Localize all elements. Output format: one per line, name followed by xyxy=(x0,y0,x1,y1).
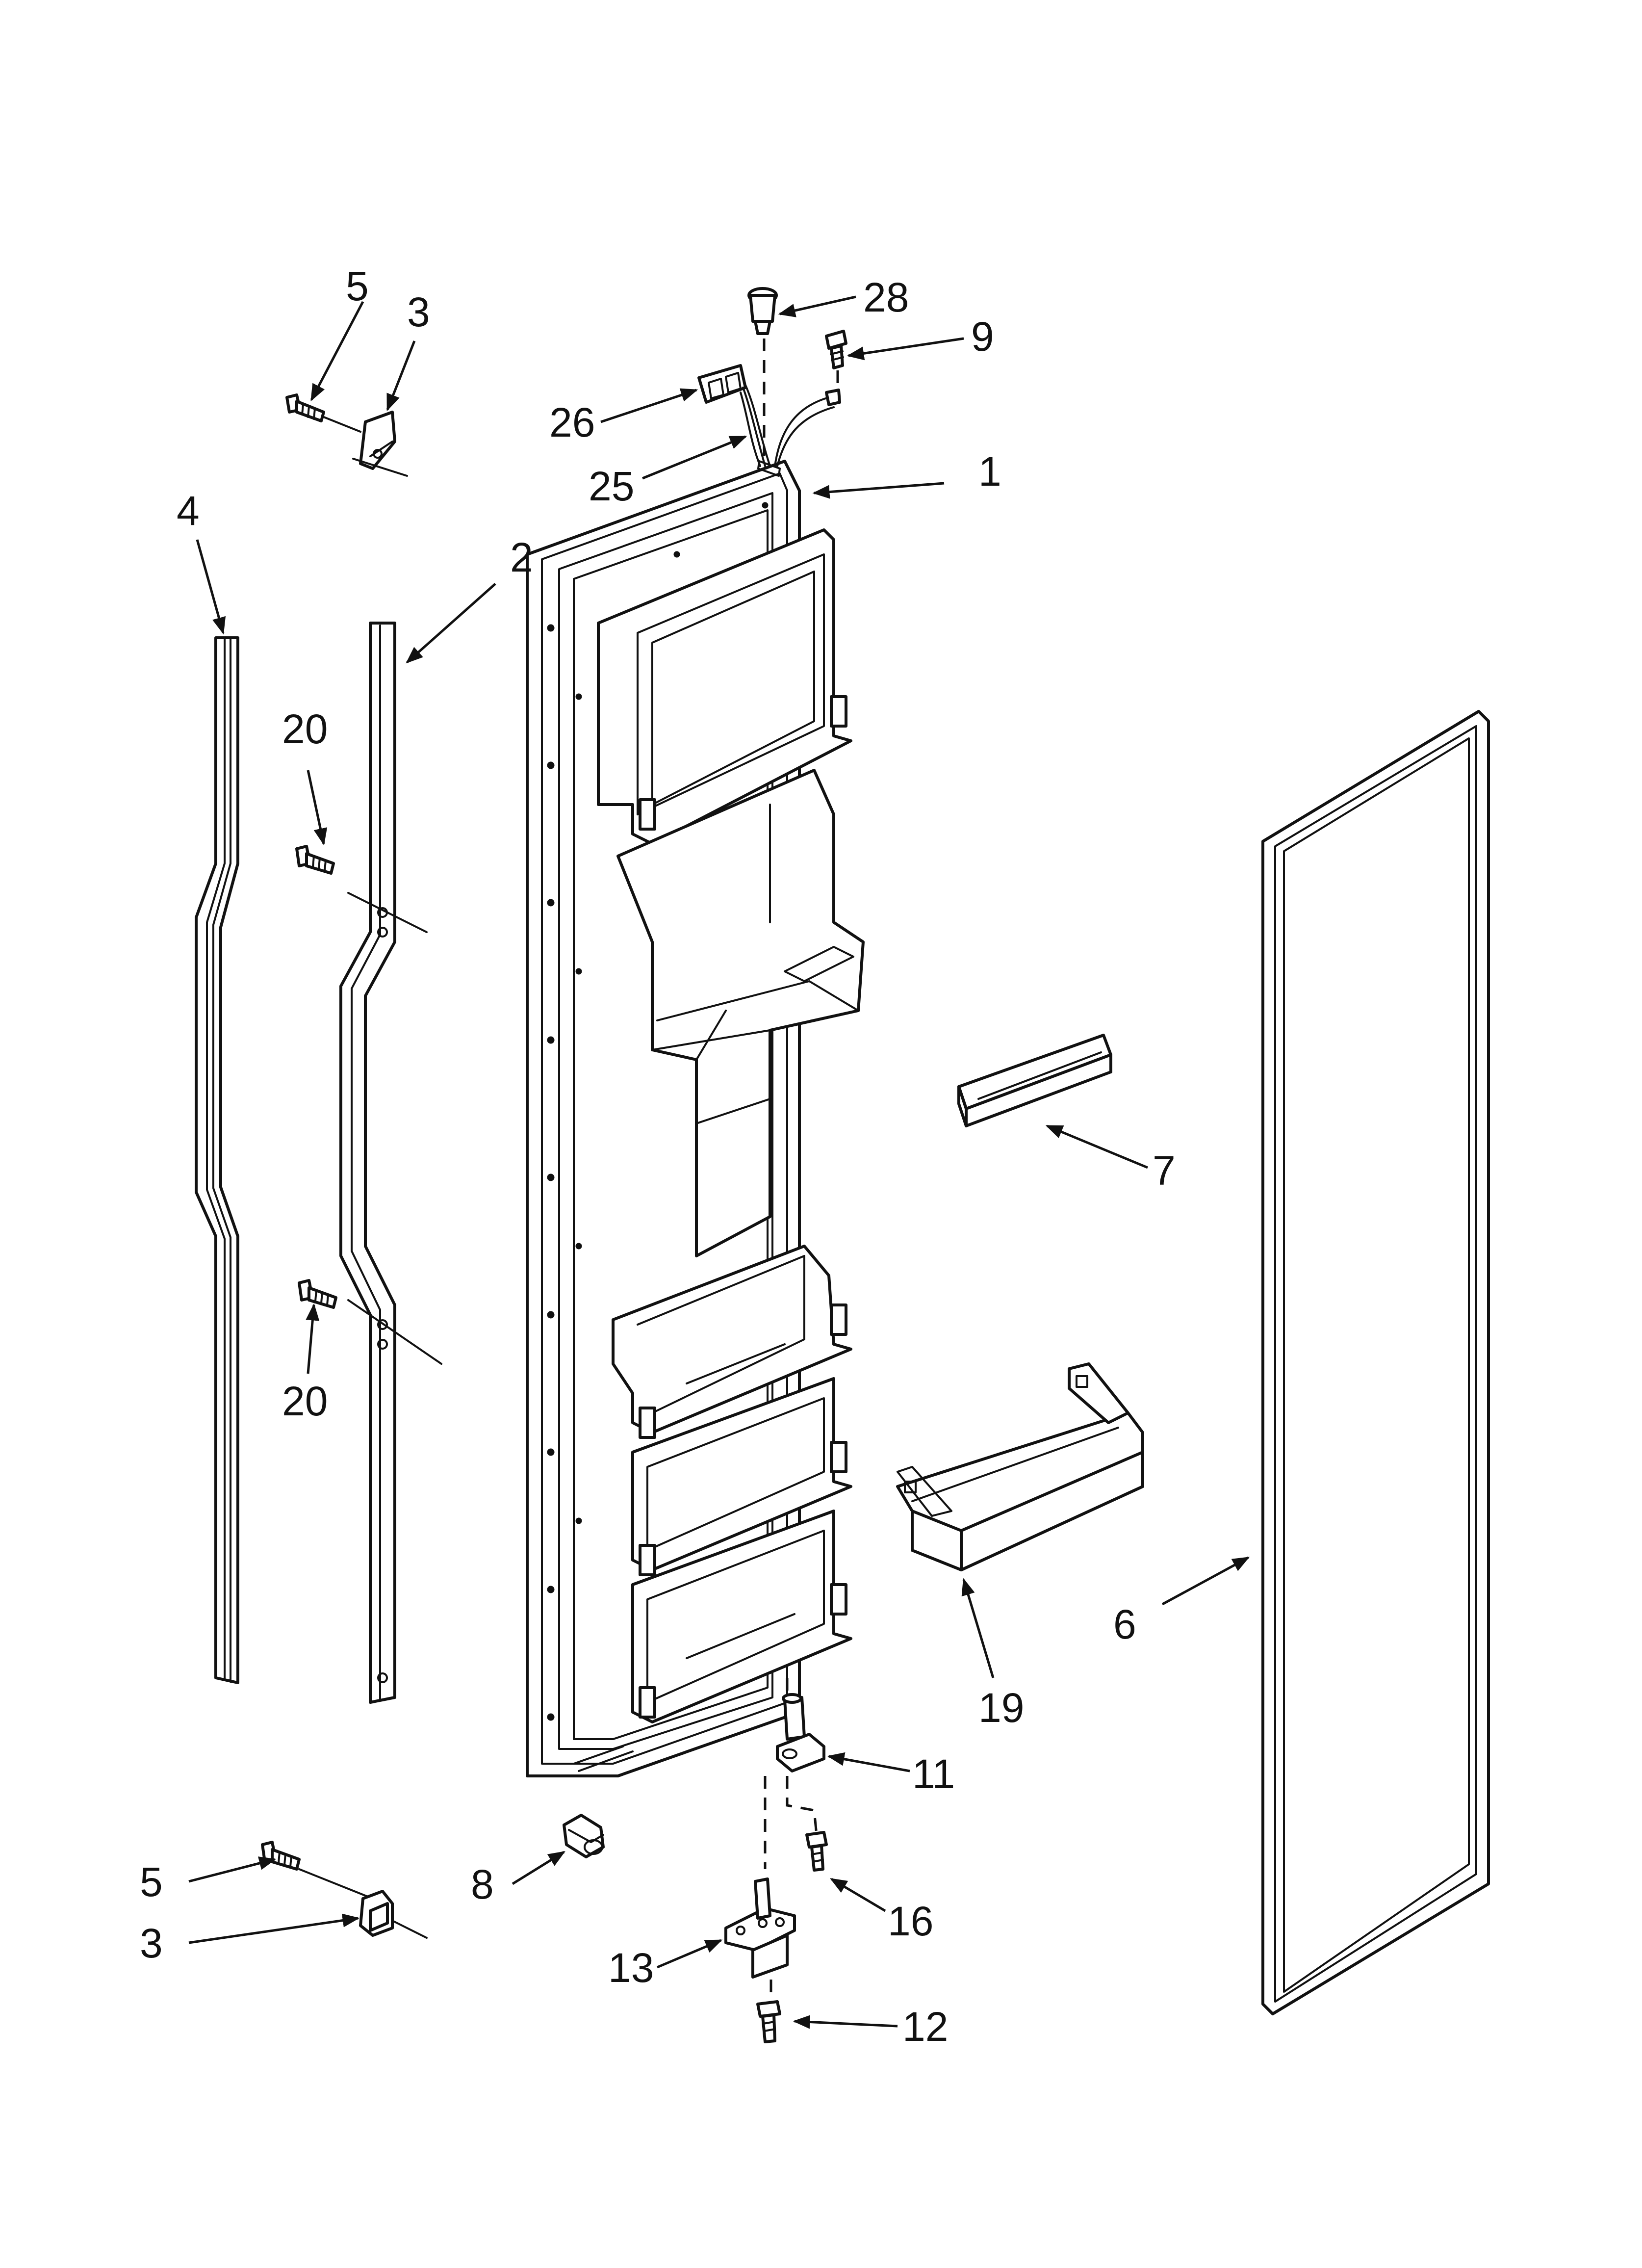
callout-5-top: 5 xyxy=(346,263,369,309)
screw-bottom-left xyxy=(261,1841,374,1900)
callout-6: 6 xyxy=(1113,1601,1136,1647)
connector-part xyxy=(697,364,747,404)
callout-13: 13 xyxy=(608,1945,654,1991)
screw-20-bottom xyxy=(298,1279,337,1309)
callout-16: 16 xyxy=(888,1898,933,1944)
callout-11: 11 xyxy=(912,1751,955,1797)
callout-20-bottom: 20 xyxy=(282,1378,328,1424)
plug-part xyxy=(747,287,778,456)
callout-28: 28 xyxy=(863,274,909,320)
callout-25: 25 xyxy=(589,463,634,509)
screw-12-part xyxy=(756,1980,781,2043)
door-liner-assembly xyxy=(526,460,865,1777)
bushing-part xyxy=(563,1814,605,1858)
screw-top-left xyxy=(285,393,361,433)
liner-screw-holes xyxy=(547,502,769,1721)
callout-9: 9 xyxy=(971,313,994,360)
callout-8: 8 xyxy=(471,1861,494,1907)
callout-4: 4 xyxy=(177,488,200,534)
screw-16-part xyxy=(805,1831,828,1872)
callout-26: 26 xyxy=(549,399,595,445)
trim-strip-part xyxy=(195,636,239,1684)
callout-3-top: 3 xyxy=(407,289,430,335)
screw-20-top xyxy=(295,845,335,875)
callout-5-bottom: 5 xyxy=(140,1859,163,1905)
callout-2: 2 xyxy=(510,534,533,580)
callout-1: 1 xyxy=(978,448,1001,495)
callout-20-top: 20 xyxy=(282,706,328,752)
hinge-bracket-top xyxy=(352,411,408,477)
callout-19: 19 xyxy=(978,1685,1024,1731)
callout-labels: 5 3 28 9 26 25 1 4 2 20 7 20 6 19 11 5 8… xyxy=(140,263,1176,2050)
door-bin-part xyxy=(896,1362,1144,1571)
callout-12: 12 xyxy=(902,2004,948,2050)
hinge-pin-part xyxy=(776,1678,825,1835)
door-gasket-part xyxy=(1261,710,1490,2015)
callout-7: 7 xyxy=(1153,1147,1176,1194)
shelf-retainer-part xyxy=(957,1034,1112,1127)
hinge-plate-part xyxy=(724,1776,796,1979)
screw-9-part xyxy=(825,330,847,392)
wire-harness-part xyxy=(740,384,841,477)
handle-strip-part xyxy=(339,622,442,1704)
leader-lines xyxy=(188,295,1250,2029)
hinge-bracket-bottom xyxy=(359,1890,428,1939)
callout-3-bottom: 3 xyxy=(140,1920,163,1966)
